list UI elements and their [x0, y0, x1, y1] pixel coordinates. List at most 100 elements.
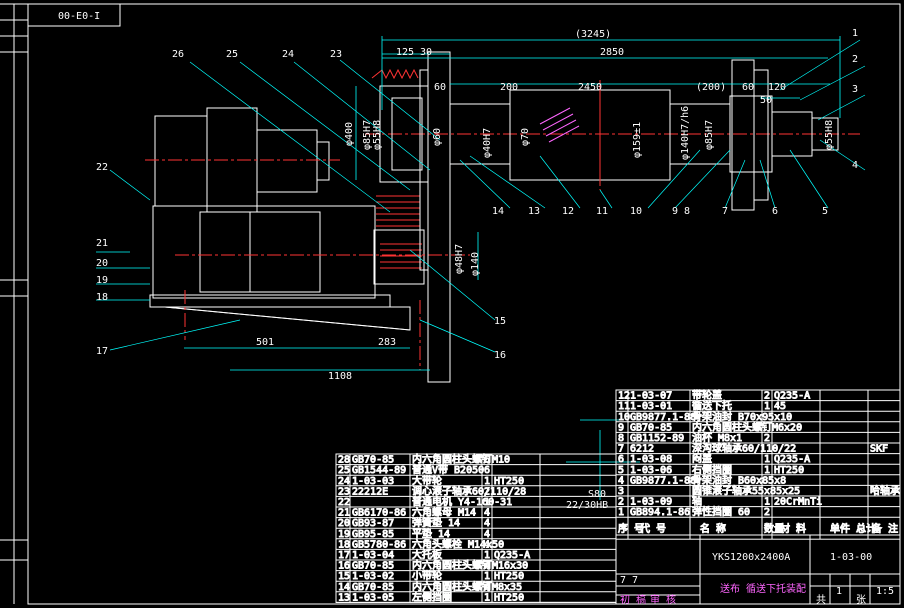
bom-left-code: 1-03-04	[352, 550, 394, 561]
bom-left-code: GB70-85	[352, 582, 394, 593]
bom-right-code: 1-03-09	[630, 497, 672, 508]
dim-overall: (3245)	[575, 29, 611, 40]
bom-left-no: 15	[338, 571, 350, 582]
bom-right-code: GB1152-89	[630, 433, 684, 444]
note-s80: S80	[588, 489, 606, 500]
dim-phi40: φ40H7	[482, 128, 493, 158]
bom-left-qty: 4	[484, 582, 490, 593]
dim-phi159: φ159±1	[632, 122, 643, 158]
balloon-15: 15	[494, 316, 506, 327]
balloon-21: 21	[96, 238, 108, 249]
bom-right-no: 6	[618, 454, 624, 465]
balloon-24: 24	[282, 49, 294, 60]
bom-left-name: 内六角圆柱头螺钉M10	[412, 453, 510, 466]
title-tag: 00-E0-I	[58, 11, 100, 22]
bom-right-name: 内六角圆柱头螺钉M6x20	[692, 420, 802, 433]
bom-right-code: 6212	[630, 444, 654, 455]
scale-text: 1:5	[876, 586, 894, 597]
model-text: YKS1200x2400A	[712, 552, 790, 563]
bom-left-no: 19	[338, 529, 350, 540]
bom-left-name: 小带轮	[412, 569, 442, 582]
bom-header-cell: 代 号	[640, 523, 666, 535]
bom-right-code: GB70-85	[630, 422, 672, 433]
bom-right-code: GB894.1-86	[630, 507, 690, 518]
bom-left-code: GB95-85	[352, 529, 394, 540]
bom-left-name: 普通V带 B2050	[412, 463, 484, 476]
bom-right-code: 1-03-06	[630, 465, 672, 476]
bom-right-no: 2	[618, 497, 624, 508]
bom-right-no: 12	[618, 391, 630, 402]
bom-right-name: 轴	[692, 495, 702, 508]
bom-right-mat: 20CrMnTi	[774, 497, 822, 508]
bom-right-no: 4	[618, 475, 624, 486]
bom-left-mat: HT250	[494, 571, 524, 582]
dim-phi55: φ55H8	[372, 120, 383, 150]
bom-right-mat: HT250	[774, 465, 804, 476]
balloon-8: 8	[684, 206, 690, 217]
bom-right-code: GB9877.1-88	[630, 412, 696, 423]
bom-right-name: 骨架油封 B60x85x8	[692, 473, 786, 486]
dim-1108: 1108	[328, 371, 352, 382]
dim-phi140: φ140H7/h6	[680, 106, 691, 160]
bom-header-cell: 数量	[764, 522, 784, 535]
bom-left-no: 25	[338, 465, 350, 476]
bom-right-note: 哈轴承	[870, 484, 900, 497]
bom-left-name: 六角头螺栓 M14x50	[412, 537, 504, 550]
bom-left-no: 22	[338, 497, 350, 508]
bom-right-code: 1-03-01	[630, 401, 672, 412]
assembly-name: 送布 循送下托装配	[720, 582, 806, 595]
note-hb: 22/30HB	[566, 500, 608, 511]
bom-left-name: 调心滚子轴承60/110/28	[412, 484, 526, 497]
bom-right-no: 11	[618, 401, 630, 412]
dim-60b: 60	[742, 82, 754, 93]
dim-60a: 60	[434, 82, 446, 93]
dim-50: 50	[760, 95, 772, 106]
notes: S80 22/30HB	[566, 489, 608, 511]
mark-review: 审 核	[650, 593, 676, 606]
bom-right-qty: 2	[764, 507, 770, 518]
bom-left-name: 大带轮	[412, 474, 442, 487]
bom-left-mat: HT250	[494, 476, 524, 487]
balloon-10: 10	[630, 206, 642, 217]
bom-right-no: 7	[618, 444, 624, 455]
dim-2450: 2450	[578, 82, 602, 93]
bom-left-no: 18	[338, 539, 350, 550]
balloon-23: 23	[330, 49, 342, 60]
bom-right-name: 右侧挡圈	[692, 463, 732, 476]
dim-283: 283	[378, 337, 396, 348]
bom-left-code: GB1544-89	[352, 465, 406, 476]
dimension-lines	[184, 36, 841, 500]
mark-sheet: 张	[856, 594, 866, 606]
balloon-19: 19	[96, 275, 108, 286]
bom-right-mat: 45	[774, 401, 786, 412]
bom-right-name: 圆锥滚子轴承55x85x25	[692, 484, 800, 497]
bom-right-code: GB9877.1-88	[630, 475, 696, 486]
balloon-26: 26	[172, 49, 184, 60]
dim-phi60: φ60	[432, 128, 443, 146]
dim-phi85b: φ85H7	[704, 120, 715, 150]
balloon-numbers: 1 2 3 4 5 6 7 8 9 10 11 12 13 14 15 16 1…	[96, 28, 858, 361]
wall-plate	[379, 51, 451, 383]
bom-left-qty: 4	[484, 518, 490, 529]
bom-left-qty: 1	[484, 550, 490, 561]
bom-right-note: SKF	[870, 444, 888, 455]
bom-left-no: 24	[338, 476, 350, 487]
dim-200b: (200)	[696, 82, 726, 93]
drawing-number: 1-03-00	[830, 552, 872, 563]
bom-header-cell: 备 注	[872, 522, 898, 535]
bom-left-qty: 4	[484, 508, 490, 519]
bom-header-cell: 单件 总计	[830, 522, 876, 535]
dim-501: 501	[256, 337, 274, 348]
dim-30: 30	[420, 47, 432, 58]
dim-2850: 2850	[600, 47, 624, 58]
balloon-25: 25	[226, 49, 238, 60]
bom-left-qty: 6	[484, 465, 490, 476]
bom-left-qty: 1	[484, 571, 490, 582]
balloon-13: 13	[528, 206, 540, 217]
dim-phi400: φ400	[344, 122, 355, 146]
bom-right-no: 1	[618, 507, 624, 518]
dim-phi48: φ48H7	[454, 244, 465, 274]
bom-left-qty: 4	[484, 561, 490, 572]
bom-right-qty: 1	[764, 465, 770, 476]
